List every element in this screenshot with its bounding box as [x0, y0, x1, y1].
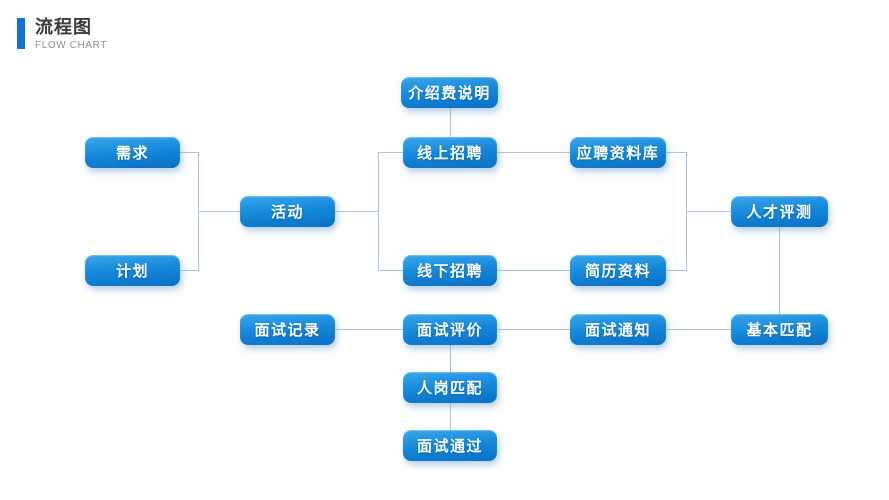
- edge-applicantdb-stub: [666, 152, 686, 153]
- edge-activity-stub: [335, 211, 378, 212]
- node-activity: 活动: [240, 196, 335, 227]
- node-interview-record: 面试记录: [240, 314, 335, 345]
- node-demand: 需求: [85, 137, 180, 168]
- node-resume-data: 简历资料: [570, 255, 666, 286]
- edge-to-offline: [378, 270, 403, 271]
- node-offline-recruiting: 线下招聘: [403, 255, 497, 286]
- page-title: 流程图: [35, 17, 92, 37]
- edge-eval-personpost: [450, 345, 451, 372]
- edge-notice-eval: [497, 329, 570, 330]
- edge-to-online: [378, 152, 403, 153]
- node-basic-match: 基本匹配: [731, 314, 828, 345]
- edge-resume-stub: [666, 270, 686, 271]
- node-online-recruiting: 线上招聘: [403, 137, 497, 168]
- page-header: 流程图 FLOW CHART: [17, 18, 107, 51]
- node-intro-fee-note: 介绍费说明: [401, 77, 498, 108]
- node-interview-evaluation: 面试评价: [403, 314, 497, 345]
- edge-basicmatch-notice: [666, 329, 731, 330]
- edge-mid-vertical: [378, 152, 379, 271]
- edge-to-activity: [198, 211, 240, 212]
- node-applicant-database: 应聘资料库: [570, 137, 666, 168]
- edge-to-talent: [686, 211, 731, 212]
- edge-online-applicantdb: [497, 152, 570, 153]
- page-subtitle: FLOW CHART: [35, 39, 107, 51]
- node-interview-notification: 面试通知: [570, 314, 666, 345]
- edge-personpost-passed: [450, 403, 451, 430]
- node-person-post-match: 人岗匹配: [403, 372, 497, 403]
- edge-talent-basicmatch: [779, 227, 780, 314]
- edge-offline-resume: [497, 270, 570, 271]
- node-plan: 计划: [85, 255, 180, 286]
- edge-eval-record: [335, 329, 403, 330]
- edge-introfee-online: [450, 107, 451, 138]
- edge-demand-stub: [180, 152, 198, 153]
- node-talent-assessment: 人才评测: [731, 196, 828, 227]
- accent-bar: [17, 18, 25, 49]
- node-interview-passed: 面试通过: [403, 430, 497, 461]
- edge-plan-stub: [180, 270, 198, 271]
